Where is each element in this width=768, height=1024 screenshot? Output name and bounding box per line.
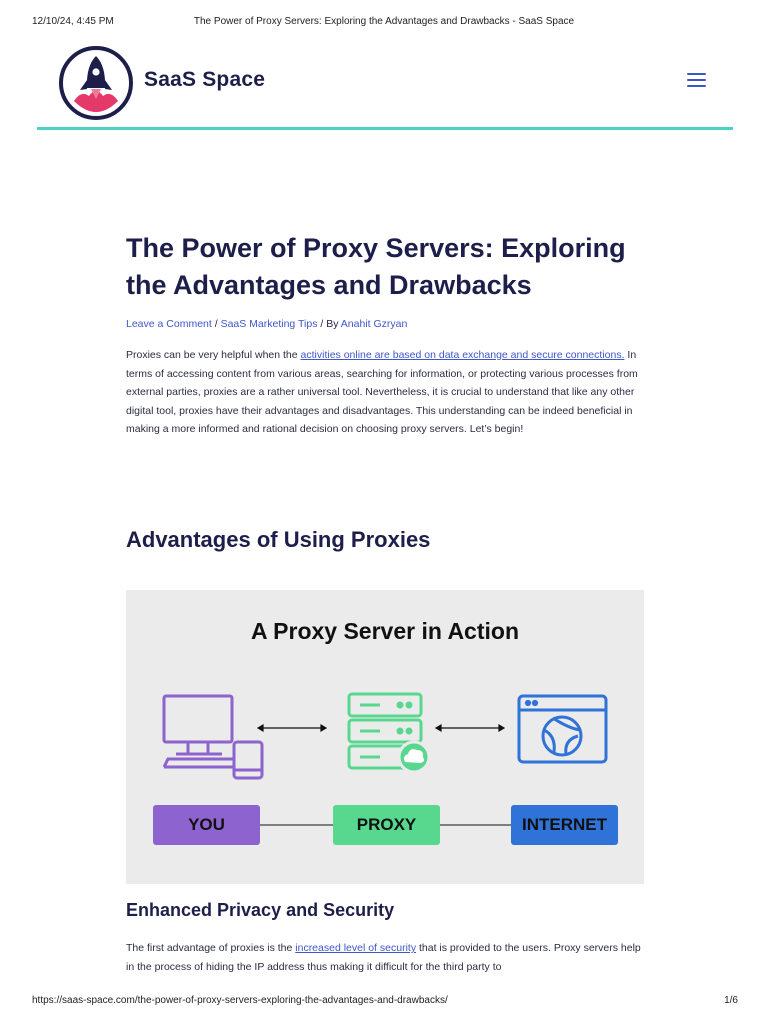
proxy-label-box: PROXY (333, 805, 440, 845)
section-heading: Advantages of Using Proxies (126, 527, 431, 552)
menu-bar (687, 79, 706, 81)
subheading-privacy: Enhanced Privacy and Security (126, 900, 395, 920)
security-inline-link[interactable]: increased level of security (295, 942, 417, 954)
diagram-graphics (162, 692, 608, 826)
proxy-diagram: A Proxy Server in Action (126, 590, 644, 884)
computer-icon (162, 694, 264, 780)
leave-comment-link[interactable]: Leave a Comment (126, 318, 212, 330)
header-divider (37, 127, 733, 130)
meta-by: / By (317, 318, 341, 330)
site-header: SaaS Space (0, 44, 768, 134)
print-header: The Power of Proxy Servers: Exploring th… (0, 16, 768, 30)
print-page-title: The Power of Proxy Servers: Exploring th… (193, 16, 575, 27)
intro-inline-link[interactable]: activities online are based on data exch… (300, 349, 625, 361)
hamburger-menu-icon[interactable] (687, 73, 706, 89)
privacy-text-start: The first advantage of proxies is the (126, 942, 296, 954)
article: The Power of Proxy Servers: Exploring th… (126, 230, 646, 439)
meta-separator: / (211, 318, 221, 330)
arrow-proxy-internet (434, 723, 506, 733)
intro-text-end: In terms of accessing content from vario… (126, 349, 638, 436)
diagram-title: A Proxy Server in Action (251, 618, 519, 644)
server-cloud-icon (347, 692, 431, 774)
rocket-logo-icon[interactable] (59, 46, 133, 120)
menu-bar (687, 85, 706, 87)
intro-text-start: Proxies can be very helpful when the (126, 349, 301, 361)
menu-bar (687, 73, 706, 75)
category-link[interactable]: SaaS Marketing Tips (220, 318, 318, 330)
privacy-paragraph: The first advantage of proxies is the in… (126, 939, 646, 976)
print-datetime: 12/10/24, 4:45 PM (32, 16, 114, 27)
browser-globe-icon (517, 694, 608, 764)
intro-paragraph: Proxies can be very helpful when the act… (126, 346, 646, 439)
print-url: https://saas-space.com/the-power-of-prox… (32, 995, 448, 1006)
you-label-box: YOU (153, 805, 260, 845)
post-meta: Leave a Comment / SaaS Marketing Tips / … (126, 318, 646, 330)
print-page-number: 1/6 (724, 995, 738, 1006)
arrow-you-proxy (256, 723, 328, 733)
author-link[interactable]: Anahit Gzryan (340, 318, 408, 330)
post-title: The Power of Proxy Servers: Exploring th… (126, 233, 626, 300)
privacy-text-end: that is provided to the users. Proxy ser… (126, 942, 641, 973)
internet-label-box: INTERNET (511, 805, 618, 845)
site-name[interactable]: SaaS Space (144, 68, 266, 91)
